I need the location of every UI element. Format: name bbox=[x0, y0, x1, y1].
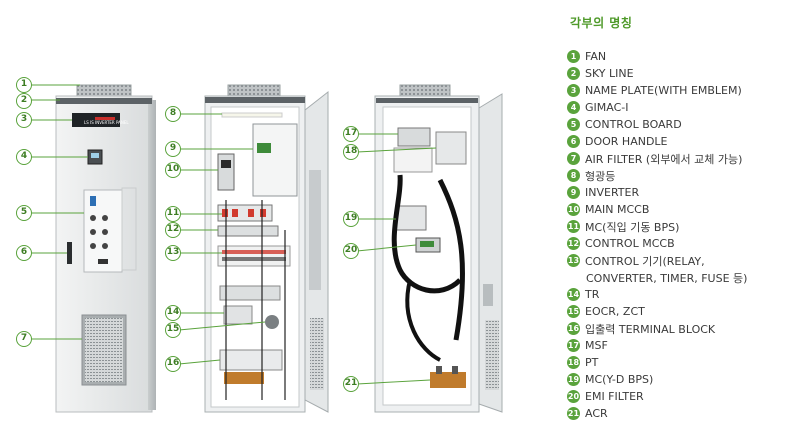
legend-title: 각부의 명칭 bbox=[570, 16, 633, 30]
legend-label: MSF bbox=[585, 339, 608, 352]
legend-number: 12 bbox=[567, 237, 580, 250]
legend-label: CONTROL MCCB bbox=[585, 237, 675, 250]
legend-label: TR bbox=[585, 288, 600, 301]
callout-7: 7 bbox=[16, 331, 32, 347]
legend-item-continuation: CONVERTER, TIMER, FUSE 등) bbox=[567, 269, 792, 286]
cabinet-front-view: LS IS INVERTER PANEL bbox=[55, 84, 156, 413]
legend-label: EOCR, ZCT bbox=[585, 305, 645, 318]
legend-item: 15 EOCR, ZCT bbox=[567, 303, 792, 320]
legend-item: 14 TR bbox=[567, 286, 792, 303]
legend-item: 9 INVERTER bbox=[567, 184, 792, 201]
legend-number: 10 bbox=[567, 203, 580, 216]
callout-leader-lines bbox=[30, 84, 437, 385]
callout-10: 10 bbox=[165, 162, 181, 178]
legend-label: AIR FILTER (외부에서 교체 가능) bbox=[585, 152, 743, 166]
legend-item: 20 EMI FILTER bbox=[567, 388, 792, 405]
legend-label: GIMAC-Ⅰ bbox=[585, 101, 629, 114]
legend-item: 17 MSF bbox=[567, 337, 792, 354]
legend-label: ACR bbox=[585, 407, 608, 420]
callout-2: 2 bbox=[16, 93, 32, 109]
legend-label: MAIN MCCB bbox=[585, 203, 650, 216]
legend-number: 4 bbox=[567, 101, 580, 114]
legend-item: 5 CONTROL BOARD bbox=[567, 116, 792, 133]
legend-item: 12 CONTROL MCCB bbox=[567, 235, 792, 252]
legend-label: DOOR HANDLE bbox=[585, 135, 668, 148]
legend-number: 18 bbox=[567, 356, 580, 369]
legend-label: SKY LINE bbox=[585, 67, 634, 80]
legend-number: 15 bbox=[567, 305, 580, 318]
legend-item: 7 AIR FILTER (외부에서 교체 가능) bbox=[567, 150, 792, 167]
callout-9: 9 bbox=[165, 141, 181, 157]
legend-label: MC(Y-D BPS) bbox=[585, 373, 654, 386]
callout-6: 6 bbox=[16, 245, 32, 261]
callout-5: 5 bbox=[16, 205, 32, 221]
callout-4: 4 bbox=[16, 149, 32, 165]
legend-item: 2 SKY LINE bbox=[567, 65, 792, 82]
legend-number: 8 bbox=[567, 169, 580, 182]
legend-item: 8 형광등 bbox=[567, 167, 792, 184]
legend-number: 9 bbox=[567, 186, 580, 199]
callout-8: 8 bbox=[165, 106, 181, 122]
legend-item: 6 DOOR HANDLE bbox=[567, 133, 792, 150]
callout-15: 15 bbox=[165, 322, 181, 338]
callout-1: 1 bbox=[16, 77, 32, 93]
callout-14: 14 bbox=[165, 305, 181, 321]
legend-number: 14 bbox=[567, 288, 580, 301]
legend-label: CONTROL 기기(RELAY, bbox=[585, 254, 705, 268]
callout-11: 11 bbox=[165, 206, 181, 222]
legend-item: 1 FAN bbox=[567, 48, 792, 65]
legend-number: 16 bbox=[567, 322, 580, 335]
parts-legend: 각부의 명칭 1 FAN 2 SKY LINE 3 NAME PLATE(WITH E… bbox=[567, 14, 792, 422]
cabinet-illustration: LS IS INVERTER PANEL bbox=[30, 84, 503, 413]
callout-3: 3 bbox=[16, 112, 32, 128]
legend-number: 11 bbox=[567, 220, 580, 233]
callout-21: 21 bbox=[343, 376, 359, 392]
callout-16: 16 bbox=[165, 356, 181, 372]
legend-number: 3 bbox=[567, 84, 580, 97]
legend-label: NAME PLATE(WITH EMBLEM) bbox=[585, 84, 742, 97]
legend-label: CONVERTER, TIMER, FUSE 등) bbox=[586, 271, 748, 285]
legend-item: 11 MC(직입 기동 BPS) bbox=[567, 218, 792, 235]
legend-number: 6 bbox=[567, 135, 580, 148]
legend-number: 5 bbox=[567, 118, 580, 131]
legend-number: 21 bbox=[567, 407, 580, 420]
legend-label: MC(직입 기동 BPS) bbox=[585, 220, 680, 234]
legend-number: 19 bbox=[567, 373, 580, 386]
legend-number: 2 bbox=[567, 67, 580, 80]
callout-17: 17 bbox=[343, 126, 359, 142]
legend-label: EMI FILTER bbox=[585, 390, 644, 403]
legend-item: 16 입출력 TERMINAL BLOCK bbox=[567, 320, 792, 337]
legend-item: 10 MAIN MCCB bbox=[567, 201, 792, 218]
legend-item: 18 PT bbox=[567, 354, 792, 371]
legend-label: 형광등 bbox=[585, 169, 616, 183]
callout-20: 20 bbox=[343, 243, 359, 259]
legend-label: 입출력 TERMINAL BLOCK bbox=[585, 322, 716, 336]
callout-19: 19 bbox=[343, 211, 359, 227]
callout-18: 18 bbox=[343, 144, 359, 160]
legend-item: 19 MC(Y-D BPS) bbox=[567, 371, 792, 388]
legend-item: 21 ACR bbox=[567, 405, 792, 422]
legend-number: 20 bbox=[567, 390, 580, 403]
legend-number: 7 bbox=[567, 152, 580, 165]
nameplate-label: LS IS INVERTER PANEL bbox=[84, 120, 129, 125]
legend-label: FAN bbox=[585, 50, 607, 63]
legend-number: 17 bbox=[567, 339, 580, 352]
legend-item: 13 CONTROL 기기(RELAY, bbox=[567, 252, 792, 269]
legend-item: 4 GIMAC-Ⅰ bbox=[567, 99, 792, 116]
legend-label: INVERTER bbox=[585, 186, 640, 199]
legend-label: CONTROL BOARD bbox=[585, 118, 682, 131]
legend-label: PT bbox=[585, 356, 599, 369]
legend-number: 1 bbox=[567, 50, 580, 63]
legend-number: 13 bbox=[567, 254, 580, 267]
callout-13: 13 bbox=[165, 245, 181, 261]
callout-12: 12 bbox=[165, 222, 181, 238]
legend-item: 3 NAME PLATE(WITH EMBLEM) bbox=[567, 82, 792, 99]
cabinet-open-view-front bbox=[204, 84, 329, 413]
